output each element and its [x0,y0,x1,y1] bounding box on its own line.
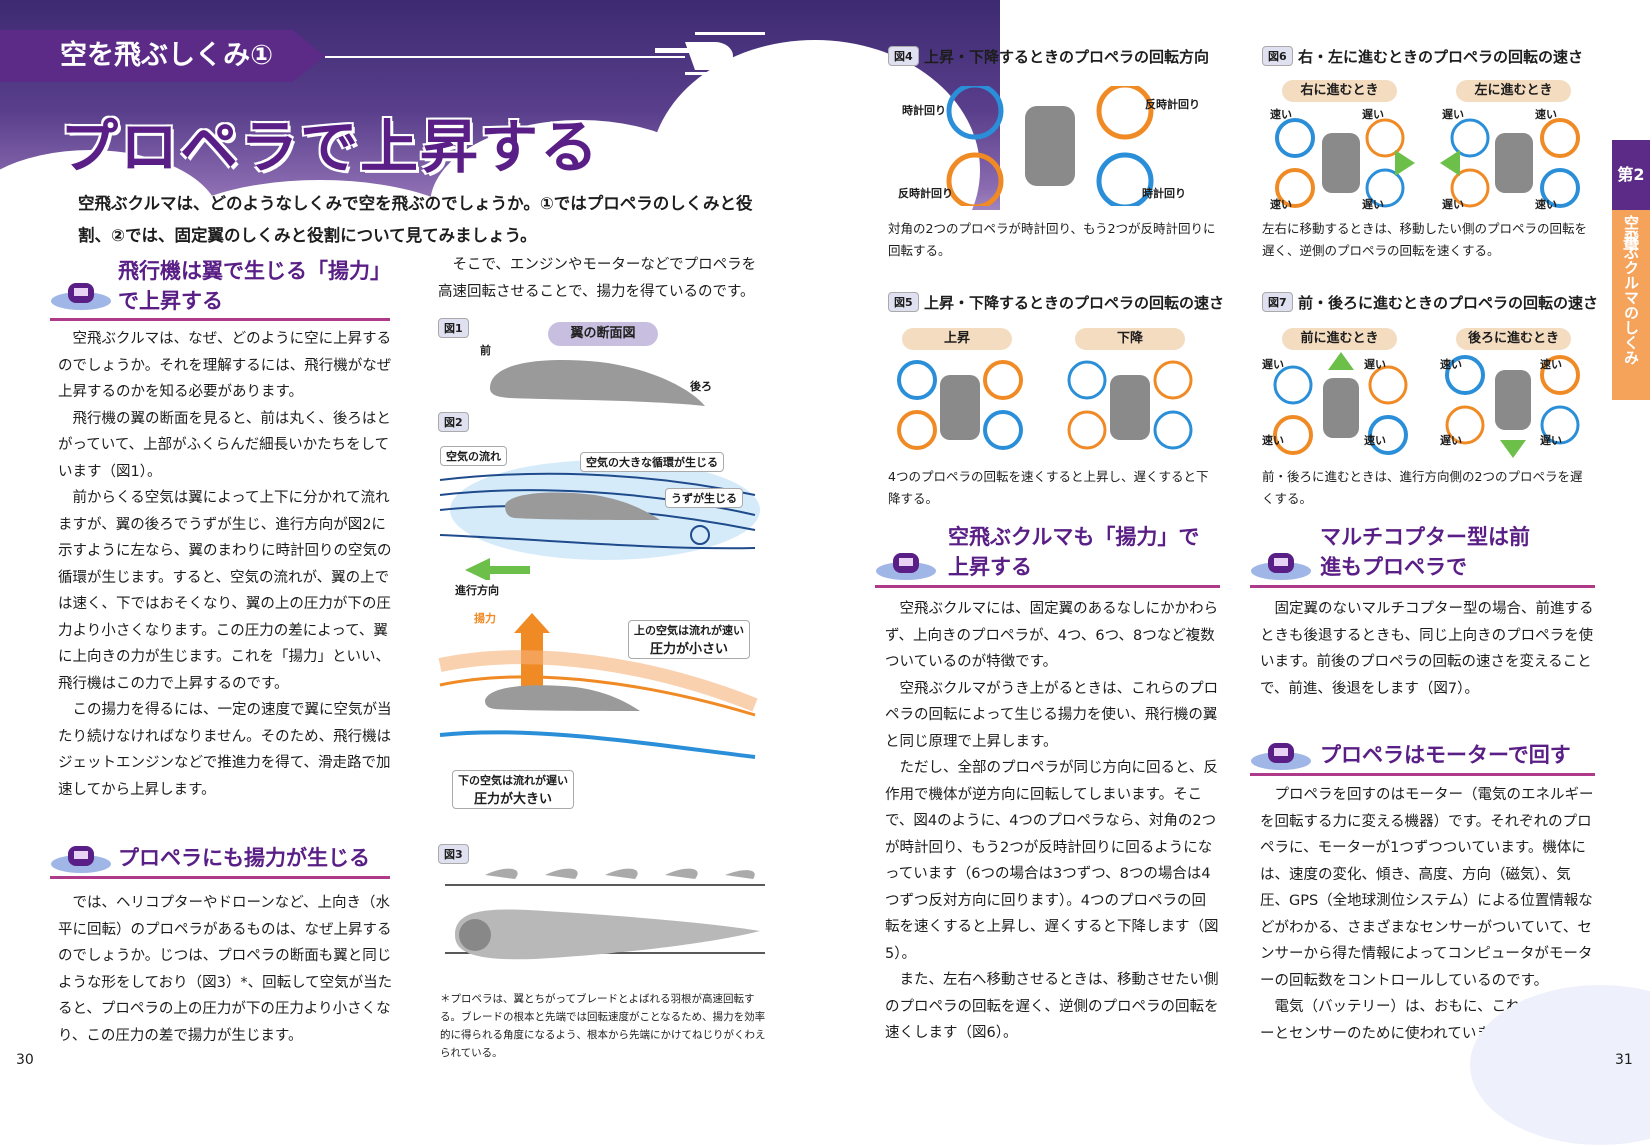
fig5-title: 上昇・下降するときのプロペラの回転の速さ [924,294,1225,312]
drone-up-figure [897,360,1023,450]
fig6-slow-label: 遅い [1362,108,1384,121]
section-tab: 空を飛ぶしくみ① [0,30,325,82]
fig1-pill: 翼の断面図 [548,322,658,346]
page-number-right: 31 [1615,1052,1633,1068]
flying-car-icon [876,553,936,580]
fig5-down-label: 下降 [1075,328,1185,350]
fig2-circ-label: 空気の大きな循環が生じる [580,452,724,472]
flying-car-icon [1251,743,1311,770]
fig7-backward-label: 後ろに進むとき [1456,328,1571,350]
fig7-fast-label: 速い [1540,358,1562,371]
fig6-slow-label: 遅い [1362,198,1384,211]
fig6-caption: 左右に移動するときは、移動したい側のプロペラの回転を遅く、逆側のプロペラの回転を… [1262,221,1588,258]
fig2-bottom-box: 下の空気は流れが遅い 圧力が大きい [452,770,574,809]
fig4-title: 上昇・下降するときのプロペラの回転方向 [924,48,1210,66]
fig7-fast-label: 速い [1262,434,1284,447]
fig6-title: 右・左に進むときのプロペラの回転の速さ [1298,48,1584,66]
flying-car-icon [51,283,111,310]
fig7-caption: 前・後ろに進むときは、進行方向側の2つのプロペラを遅くする。 [1262,469,1583,506]
flying-car-icon [51,846,111,873]
drone-right-figure [1275,118,1415,208]
fig7-title: 前・後ろに進むときのプロペラの回転の速さ [1298,294,1599,312]
fig7-slow-label: 遅い [1540,434,1562,447]
fig6-tag: 図6 [1262,46,1293,66]
fig2-lift-label: 揚力 [474,612,496,625]
heading-motor: プロペラはモーターで回す [1320,743,1571,767]
fig7-slow-label: 遅い [1440,434,1462,447]
flying-car-icon [1251,553,1311,580]
heading-lift-wing: 飛行機は翼で生じる「揚力」で上昇する [118,259,381,313]
wing-section-figure [490,359,705,406]
fig4-cw1: 時計回り [902,104,946,117]
fig2-tag: 図2 [438,412,469,432]
fig6-right-label: 右に進むとき [1282,80,1397,102]
fig7-slow-label: 遅い [1262,358,1284,371]
fig4-cw2: 時計回り [1142,187,1186,200]
heading-car-lift: 空飛ぶクルマも「揚力」で上昇する [948,525,1200,579]
propeller-section-figure [445,868,765,960]
fig7-tag: 図7 [1262,292,1293,312]
fig4-ccw1: 反時計回り [1145,98,1200,111]
fig6-slow-label: 遅い [1442,198,1464,211]
fig6-fast-label: 速い [1270,108,1292,121]
chapter-number: 第2章 [1612,140,1650,254]
fig7-forward-label: 前に進むとき [1282,328,1397,350]
chapter-title: 空飛ぶクルマのしくみ [1622,215,1640,365]
right-body-3: プロペラを回すのはモーター（電気のエネルギーを回転する力に変える機器）です。それ… [1260,787,1594,1042]
right-body-2: 固定翼のないマルチコプター型の場合、前進するときも後退するときも、同じ上向きのプ… [1260,601,1594,697]
tab-line [325,56,685,58]
fig2-top-box: 上の空気は流れが速い 圧力が小さい [628,620,750,659]
fig2-direction-label: 進行方向 [455,584,499,597]
page-number-left: 30 [16,1052,34,1068]
drone-backward-figure [1445,355,1580,458]
fig4-caption: 対角の2つのプロペラが時計回り、もう2つが反時計回りに回転する。 [888,221,1216,258]
left-body-1: 空飛ぶクルマは、なぜ、どのように空に上昇するのでしょうか。それを理解するには、飛… [58,331,392,798]
lead-text: 空飛ぶクルマは、どのようなしくみで空を飛ぶのでしょうか。①ではプロペラのしくみと… [78,194,753,245]
fig3-tag: 図3 [438,844,469,864]
fig5-caption: 4つのプロペラの回転を速くすると上昇し、遅くすると下降する。 [888,469,1209,506]
fig1-back: 後ろ [690,380,712,393]
fig1-front: 前 [480,344,491,357]
fig2-vortex-label: うずが生じる [665,488,743,508]
fig6-slow-label: 遅い [1442,108,1464,121]
fig2-air-label: 空気の流れ [440,446,507,466]
middle-body: そこで、エンジンやモーターなどでプロペラを高速回転させることで、揚力を得ているの… [438,257,757,300]
drone-forward-figure [1273,352,1408,455]
left-body-2: では、ヘリコプターやドローンなど、上向き（水平に回転）のプロペラがあるものは、な… [58,895,393,1044]
fig4-ccw2: 反時計回り [898,187,953,200]
fig6-fast-label: 速い [1535,198,1557,211]
fig6-fast-label: 速い [1270,198,1292,211]
drone-left-figure [1440,118,1580,208]
drone-rotation-figure [946,86,1154,206]
heading-propeller-lift: プロペラにも揚力が生じる [118,846,370,870]
page-title: プロペラで上昇する [60,113,601,181]
fig7-slow-label: 遅い [1364,358,1386,371]
pressure-figure [438,613,758,759]
fig5-tag: 図5 [888,292,919,312]
fig7-fast-label: 速い [1364,434,1386,447]
airflow-figure [439,460,760,580]
fig4-tag: 図4 [888,46,919,66]
right-body-1: 空飛ぶクルマには、固定翼のあるなしにかかわらず、上向きのプロペラが、4つ、6つ、… [885,601,1219,1041]
fig6-fast-label: 速い [1535,108,1557,121]
drone-down-figure [1067,360,1193,450]
fig5-up-label: 上昇 [902,328,1012,350]
fig7-fast-label: 速い [1440,358,1462,371]
fig6-left-label: 左に進むとき [1456,80,1571,102]
fig1-tag: 図1 [438,318,469,338]
footnote: ＊プロペラは、翼とちがってブレードとよばれる羽根が高速回転する。ブレードの根本と… [440,993,766,1059]
heading-multicopter: マルチコプター型は前進もプロペラで [1320,525,1530,579]
helicopter-icon [655,32,765,75]
